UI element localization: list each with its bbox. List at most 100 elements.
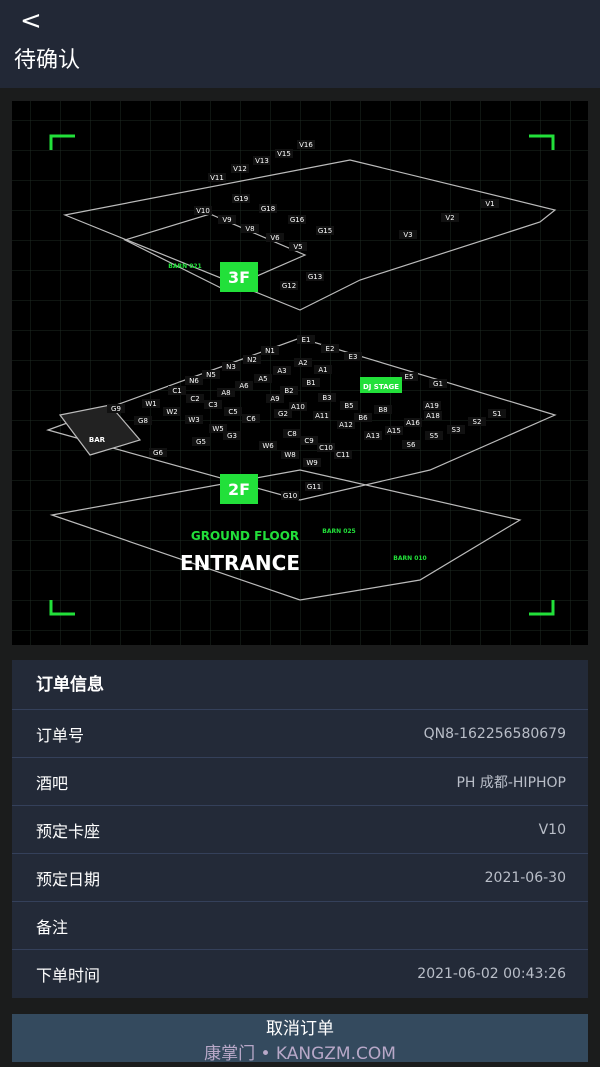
seat-W2[interactable]: W2 — [166, 408, 177, 416]
seat-V9[interactable]: V9 — [222, 216, 231, 224]
seat-A10[interactable]: A10 — [291, 403, 305, 411]
seat-E3[interactable]: E3 — [349, 353, 358, 361]
seat-V15[interactable]: V15 — [277, 150, 291, 158]
seat-A2[interactable]: A2 — [298, 359, 307, 367]
seat-G11[interactable]: G11 — [307, 483, 321, 491]
seat-N5[interactable]: N5 — [206, 371, 216, 379]
seat-W5[interactable]: W5 — [212, 425, 223, 433]
seat-A16[interactable]: A16 — [406, 419, 420, 427]
seat-V16[interactable]: V16 — [299, 141, 313, 149]
seat-W8[interactable]: W8 — [284, 451, 295, 459]
seat-box — [223, 431, 241, 440]
seat-A11[interactable]: A11 — [315, 412, 329, 420]
seat-G1[interactable]: G1 — [433, 380, 443, 388]
seat-N2[interactable]: N2 — [247, 356, 257, 364]
seat-S5[interactable]: S5 — [430, 432, 439, 440]
seat-W6[interactable]: W6 — [262, 442, 274, 450]
seat-S6[interactable]: S6 — [407, 441, 416, 449]
seat-box — [374, 405, 392, 414]
dj-stage-label: DJ STAGE — [363, 383, 399, 391]
cancel-order-button[interactable]: 取消订单 — [12, 1014, 588, 1062]
seat-V12[interactable]: V12 — [233, 165, 247, 173]
seat-box — [185, 376, 203, 385]
row-label: 备注 — [36, 917, 69, 937]
seat-box — [302, 378, 320, 387]
seat-C8[interactable]: C8 — [287, 430, 296, 438]
seat-V5[interactable]: V5 — [293, 243, 302, 251]
seat-G5[interactable]: G5 — [196, 438, 206, 446]
seat-A8[interactable]: A8 — [221, 389, 230, 397]
seat-A15[interactable]: A15 — [387, 427, 401, 435]
seat-C9[interactable]: C9 — [304, 437, 313, 445]
seat-A12[interactable]: A12 — [339, 421, 353, 429]
seat-C5[interactable]: C5 — [228, 408, 237, 416]
seat-C2[interactable]: C2 — [190, 395, 199, 403]
seat-V1[interactable]: V1 — [485, 200, 494, 208]
seat-V10[interactable]: V10 — [196, 207, 210, 215]
seat-box — [334, 450, 352, 459]
seat-E1[interactable]: E1 — [302, 336, 311, 344]
seat-A6[interactable]: A6 — [239, 382, 249, 390]
seat-B5[interactable]: B5 — [344, 402, 353, 410]
seat-A13[interactable]: A13 — [366, 432, 380, 440]
seat-V8[interactable]: V8 — [245, 225, 254, 233]
seat-box — [468, 417, 486, 426]
seat-G3[interactable]: G3 — [227, 432, 237, 440]
seat-S3[interactable]: S3 — [452, 426, 461, 434]
seat-G15[interactable]: G15 — [318, 227, 332, 235]
seat-G12[interactable]: G12 — [282, 282, 296, 290]
seat-N3[interactable]: N3 — [226, 363, 236, 371]
seat-G19[interactable]: G19 — [234, 195, 248, 203]
seat-A5[interactable]: A5 — [258, 375, 267, 383]
seat-B8[interactable]: B8 — [378, 406, 387, 414]
row-label: 酒吧 — [36, 773, 69, 793]
seat-W9[interactable]: W9 — [306, 459, 317, 467]
seat-A18[interactable]: A18 — [426, 412, 440, 420]
seat-A19[interactable]: A19 — [425, 402, 439, 410]
seat-G9[interactable]: G9 — [111, 405, 121, 413]
seat-E5[interactable]: E5 — [405, 373, 414, 381]
seat-box — [192, 437, 210, 446]
seat-W3[interactable]: W3 — [188, 416, 199, 424]
seat-B1[interactable]: B1 — [306, 379, 315, 387]
seat-B6[interactable]: B6 — [358, 414, 368, 422]
seat-A1[interactable]: A1 — [318, 366, 327, 374]
seat-G6[interactable]: G6 — [153, 449, 163, 457]
seat-box — [425, 431, 443, 440]
seat-W1[interactable]: W1 — [145, 400, 156, 408]
seat-V2[interactable]: V2 — [445, 214, 454, 222]
seat-A9[interactable]: A9 — [270, 395, 279, 403]
seat-E2[interactable]: E2 — [326, 345, 335, 353]
seat-box — [231, 164, 249, 173]
seat-A3[interactable]: A3 — [277, 367, 286, 375]
seat-C10[interactable]: C10 — [319, 444, 333, 452]
seat-V13[interactable]: V13 — [255, 157, 269, 165]
seat-box — [289, 402, 307, 411]
seat-V6[interactable]: V6 — [270, 234, 280, 242]
seat-G8[interactable]: G8 — [138, 417, 148, 425]
seat-B3[interactable]: B3 — [322, 394, 331, 402]
seat-C1[interactable]: C1 — [172, 387, 181, 395]
seat-G2[interactable]: G2 — [278, 410, 288, 418]
seat-C11[interactable]: C11 — [336, 451, 350, 459]
seat-S1[interactable]: S1 — [493, 410, 502, 418]
seat-V3[interactable]: V3 — [403, 231, 412, 239]
seat-G18[interactable]: G18 — [261, 205, 275, 213]
seat-S2[interactable]: S2 — [473, 418, 482, 426]
seat-box — [297, 140, 315, 149]
seat-V11[interactable]: V11 — [210, 174, 224, 182]
seat-N1[interactable]: N1 — [265, 347, 275, 355]
seat-G10[interactable]: G10 — [283, 492, 297, 500]
seat-C3[interactable]: C3 — [208, 401, 217, 409]
seat-G13[interactable]: G13 — [308, 273, 322, 281]
chevron-left-icon[interactable]: < — [20, 6, 42, 36]
seat-G16[interactable]: G16 — [290, 216, 305, 224]
row-value: QN8-162256580679 — [423, 725, 566, 742]
seat-C6[interactable]: C6 — [246, 415, 256, 423]
seat-box — [241, 224, 259, 233]
seat-N6[interactable]: N6 — [189, 377, 199, 385]
seat-B2[interactable]: B2 — [284, 387, 293, 395]
